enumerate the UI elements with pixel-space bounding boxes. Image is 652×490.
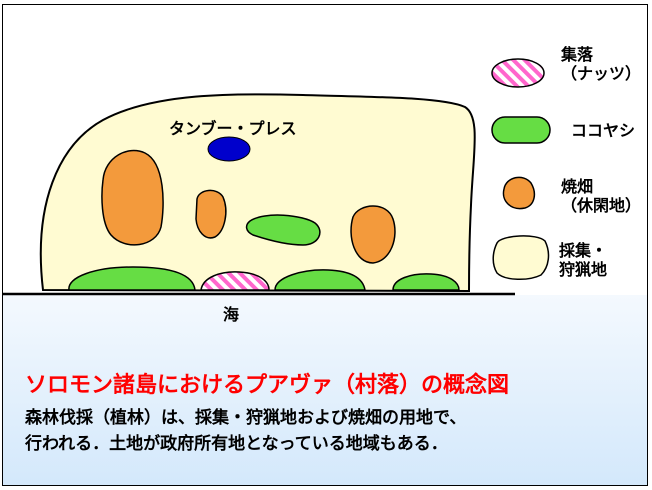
swidden-field: [195, 189, 227, 239]
caption-line: 行われる．土地が政府所有地となっている地域もある．: [25, 434, 448, 455]
village-name: タンブー・プレス: [169, 119, 297, 138]
hamlet: [200, 271, 270, 291]
caption-text: 森林伐採（植林）は、採集・狩猟地および焼畑の用地で、 行われる．土地が政府所有地…: [25, 405, 635, 458]
swidden-field: [101, 149, 164, 246]
legend-swatch-hamlet: [491, 58, 545, 88]
swidden-field: [350, 205, 396, 264]
coconut-grove: [392, 273, 460, 291]
village-center: [207, 136, 251, 162]
coconut-grove: [68, 266, 196, 291]
caption-line: 森林伐採（植林）は、採集・狩猟地および焼畑の用地で、: [25, 408, 467, 428]
sea-area: [3, 295, 647, 485]
diagram-title: ソロモン諸島におけるプアヴァ（村落）の概念図: [25, 373, 510, 398]
land-use-map: [3, 58, 551, 296]
coconut-grove: [274, 269, 366, 291]
legend-swatch-swidden: [502, 176, 536, 210]
figure-frame: タンブー・プレス 海 集落 （ナッツ） ココヤシ 焼畑 （休閑地） 採集・ 狩猟…: [2, 4, 648, 486]
legend-label-hamlet: 集落 （ナッツ）: [561, 45, 642, 84]
legend-swatch-hunting: [492, 235, 550, 280]
legend-label-swidden: 焼畑 （休閑地）: [561, 177, 642, 216]
coconut-grove: [245, 214, 321, 246]
sea-label: 海: [223, 305, 240, 324]
legend-label-hunting: 採集・ 狩猟地: [559, 241, 608, 280]
legend-label-coconut: ココヤシ: [571, 121, 636, 140]
legend-swatch-coconut: [491, 116, 551, 144]
